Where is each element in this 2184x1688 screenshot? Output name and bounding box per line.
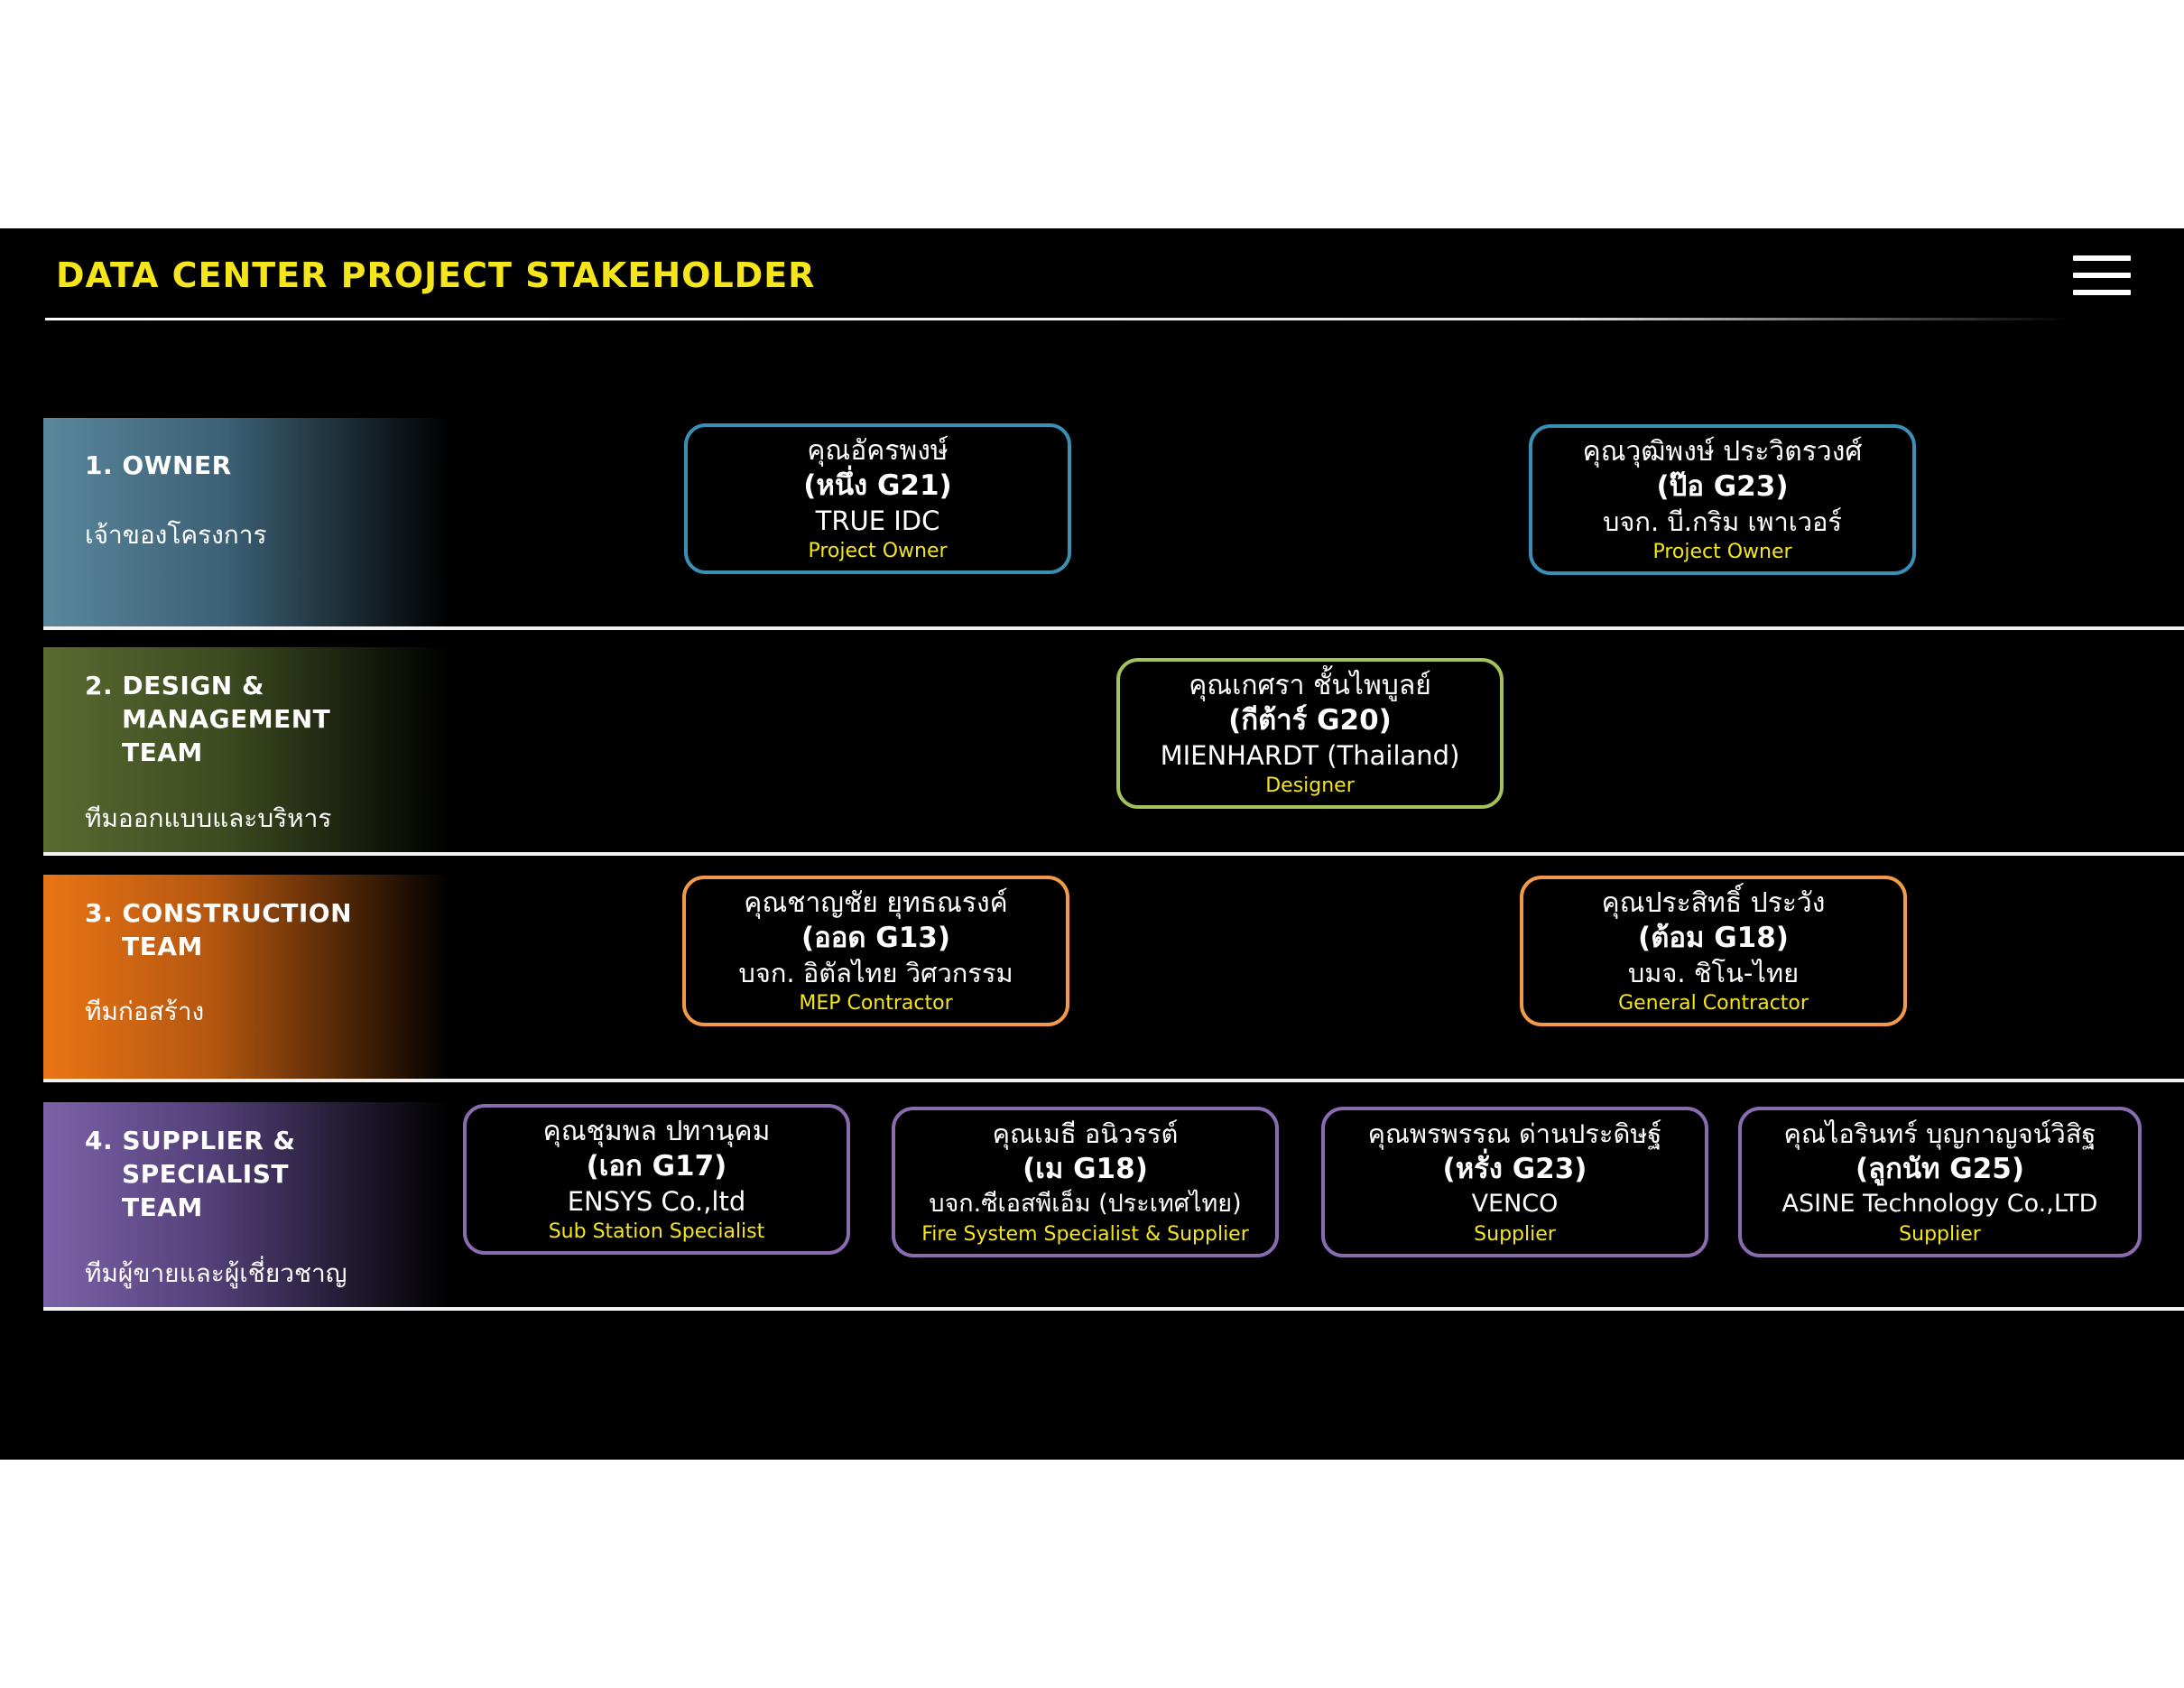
stakeholder-company: VENCO <box>1471 1189 1559 1218</box>
row-band-supplier: 4. SUPPLIER & SPECIALIST TEAM ทีมผู้ขายแ… <box>43 1102 449 1308</box>
row-band-design: 2. DESIGN & MANAGEMENT TEAM ทีมออกแบบและ… <box>43 647 449 853</box>
stakeholder-card: คุณประสิทธิ์ ประวัง (ต้อม G18) บมจ. ชิโน… <box>1520 876 1907 1026</box>
row-title-owner: 1. OWNER <box>85 450 232 480</box>
stakeholder-name: คุณชุมพล ปทานุคม <box>542 1115 771 1147</box>
stakeholder-name: คุณไอรินทร์ บุญกาญจน์วิสิฐ <box>1783 1118 2096 1149</box>
row-title-construction: 3. CONSTRUCTION TEAM <box>85 898 353 961</box>
stakeholder-name: คุณประสิทธิ์ ประวัง <box>1601 886 1826 919</box>
stakeholder-nickname: (เม G18) <box>1023 1152 1148 1185</box>
row-subtitle-supplier: ทีมผู้ขายและผู้เชี่ยวชาญ <box>85 1258 347 1288</box>
stakeholder-nickname: (ต้อม G18) <box>1638 921 1789 954</box>
stakeholder-name: คุณเมธี อนิวรรต์ <box>992 1118 1179 1149</box>
page-title: DATA CENTER PROJECT STAKEHOLDER <box>56 255 816 295</box>
row-title-supplier: 4. SUPPLIER & SPECIALIST TEAM <box>85 1126 296 1222</box>
row-band-construction: 3. CONSTRUCTION TEAM ทีมก่อสร้าง <box>43 875 449 1081</box>
stakeholder-card: คุณไอรินทร์ บุญกาญจน์วิสิฐ (ลูกนัท G25) … <box>1738 1107 2142 1257</box>
stakeholder-company: บจก.ซีเอสพีเอ็ม (ประเทศไทย) <box>929 1189 1242 1218</box>
stakeholder-company: MIENHARDT (Thailand) <box>1160 739 1460 771</box>
stakeholder-card: คุณวุฒิพงษ์ ประวิตรวงศ์ (ป๊อ G23) บจก. บ… <box>1529 424 1916 575</box>
row-subtitle-owner: เจ้าของโครงการ <box>85 520 267 550</box>
stakeholder-name: คุณพรพรรณ ด่านประดิษฐ์ <box>1367 1118 1662 1149</box>
stakeholder-role: MEP Contractor <box>799 991 953 1015</box>
stakeholder-name: คุณอัครพงษ์ <box>807 434 949 467</box>
title-underline <box>45 318 2071 320</box>
stakeholder-card: คุณเกศรา ชั้นไพบูลย์ (กีต้าร์ G20) MIENH… <box>1116 658 1504 809</box>
slide: DATA CENTER PROJECT STAKEHOLDER 1. OWNER… <box>0 228 2184 1460</box>
menu-icon-bar <box>2073 290 2131 295</box>
stakeholder-role: Sub Station Specialist <box>548 1220 765 1243</box>
stakeholder-company: ENSYS Co.,ltd <box>567 1185 746 1217</box>
stakeholder-role: Fire System Specialist & Supplier <box>921 1222 1249 1246</box>
row-divider <box>43 852 2184 856</box>
stakeholder-name: คุณเกศรา ชั้นไพบูลย์ <box>1189 669 1431 701</box>
stakeholder-nickname: (หรั่ง G23) <box>1442 1152 1587 1185</box>
stakeholder-role: General Contractor <box>1618 991 1809 1015</box>
row-divider <box>43 1079 2184 1082</box>
stakeholder-role: Supplier <box>1899 1222 1981 1246</box>
stakeholder-role: Designer <box>1265 774 1355 797</box>
row-title-design: 2. DESIGN & MANAGEMENT TEAM <box>85 671 331 767</box>
row-divider <box>43 1307 2184 1311</box>
row-subtitle-design: ทีมออกแบบและบริหาร <box>85 803 332 833</box>
stakeholder-company: บมจ. ชิโน-ไทย <box>1627 957 1800 988</box>
stakeholder-nickname: (หนึ่ง G21) <box>803 468 952 502</box>
stakeholder-role: Project Owner <box>1652 540 1792 563</box>
menu-icon-bar <box>2073 273 2131 278</box>
stakeholder-card: คุณอัครพงษ์ (หนึ่ง G21) TRUE IDC Project… <box>684 423 1071 574</box>
stakeholder-name: คุณชาญชัย ยุทธณรงค์ <box>744 886 1008 919</box>
row-subtitle-construction: ทีมก่อสร้าง <box>85 997 205 1026</box>
stakeholder-company: TRUE IDC <box>815 505 940 536</box>
stakeholder-nickname: (ป๊อ G23) <box>1656 469 1789 503</box>
stakeholder-company: ASINE Technology Co.,LTD <box>1781 1189 2098 1218</box>
stakeholder-nickname: (ลูกนัท G25) <box>1855 1152 2025 1185</box>
stakeholder-card: คุณพรพรรณ ด่านประดิษฐ์ (หรั่ง G23) VENCO… <box>1321 1107 1708 1257</box>
menu-icon-bar <box>2073 255 2131 261</box>
stakeholder-card: คุณชาญชัย ยุทธณรงค์ (ออด G13) บจก. อิตัล… <box>682 876 1069 1026</box>
stakeholder-nickname: (กีต้าร์ G20) <box>1228 703 1392 737</box>
menu-icon[interactable] <box>2073 255 2131 299</box>
stakeholder-card: คุณเมธี อนิวรรต์ (เม G18) บจก.ซีเอสพีเอ็… <box>892 1107 1279 1257</box>
stakeholder-company: บจก. อิตัลไทย วิศวกรรม <box>738 957 1013 988</box>
stakeholder-company: บจก. บี.กริม เพาเวอร์ <box>1603 505 1842 537</box>
stakeholder-role: Supplier <box>1474 1222 1556 1246</box>
stakeholder-role: Project Owner <box>808 539 948 562</box>
stakeholder-card: คุณชุมพล ปทานุคม (เอก G17) ENSYS Co.,ltd… <box>463 1104 850 1255</box>
stakeholder-name: คุณวุฒิพงษ์ ประวิตรวงศ์ <box>1582 435 1863 468</box>
row-divider <box>43 626 2184 630</box>
stakeholder-nickname: (ออด G13) <box>800 921 951 954</box>
row-band-owner: 1. OWNER เจ้าของโครงการ <box>43 418 449 627</box>
stakeholder-nickname: (เอก G17) <box>586 1149 727 1183</box>
